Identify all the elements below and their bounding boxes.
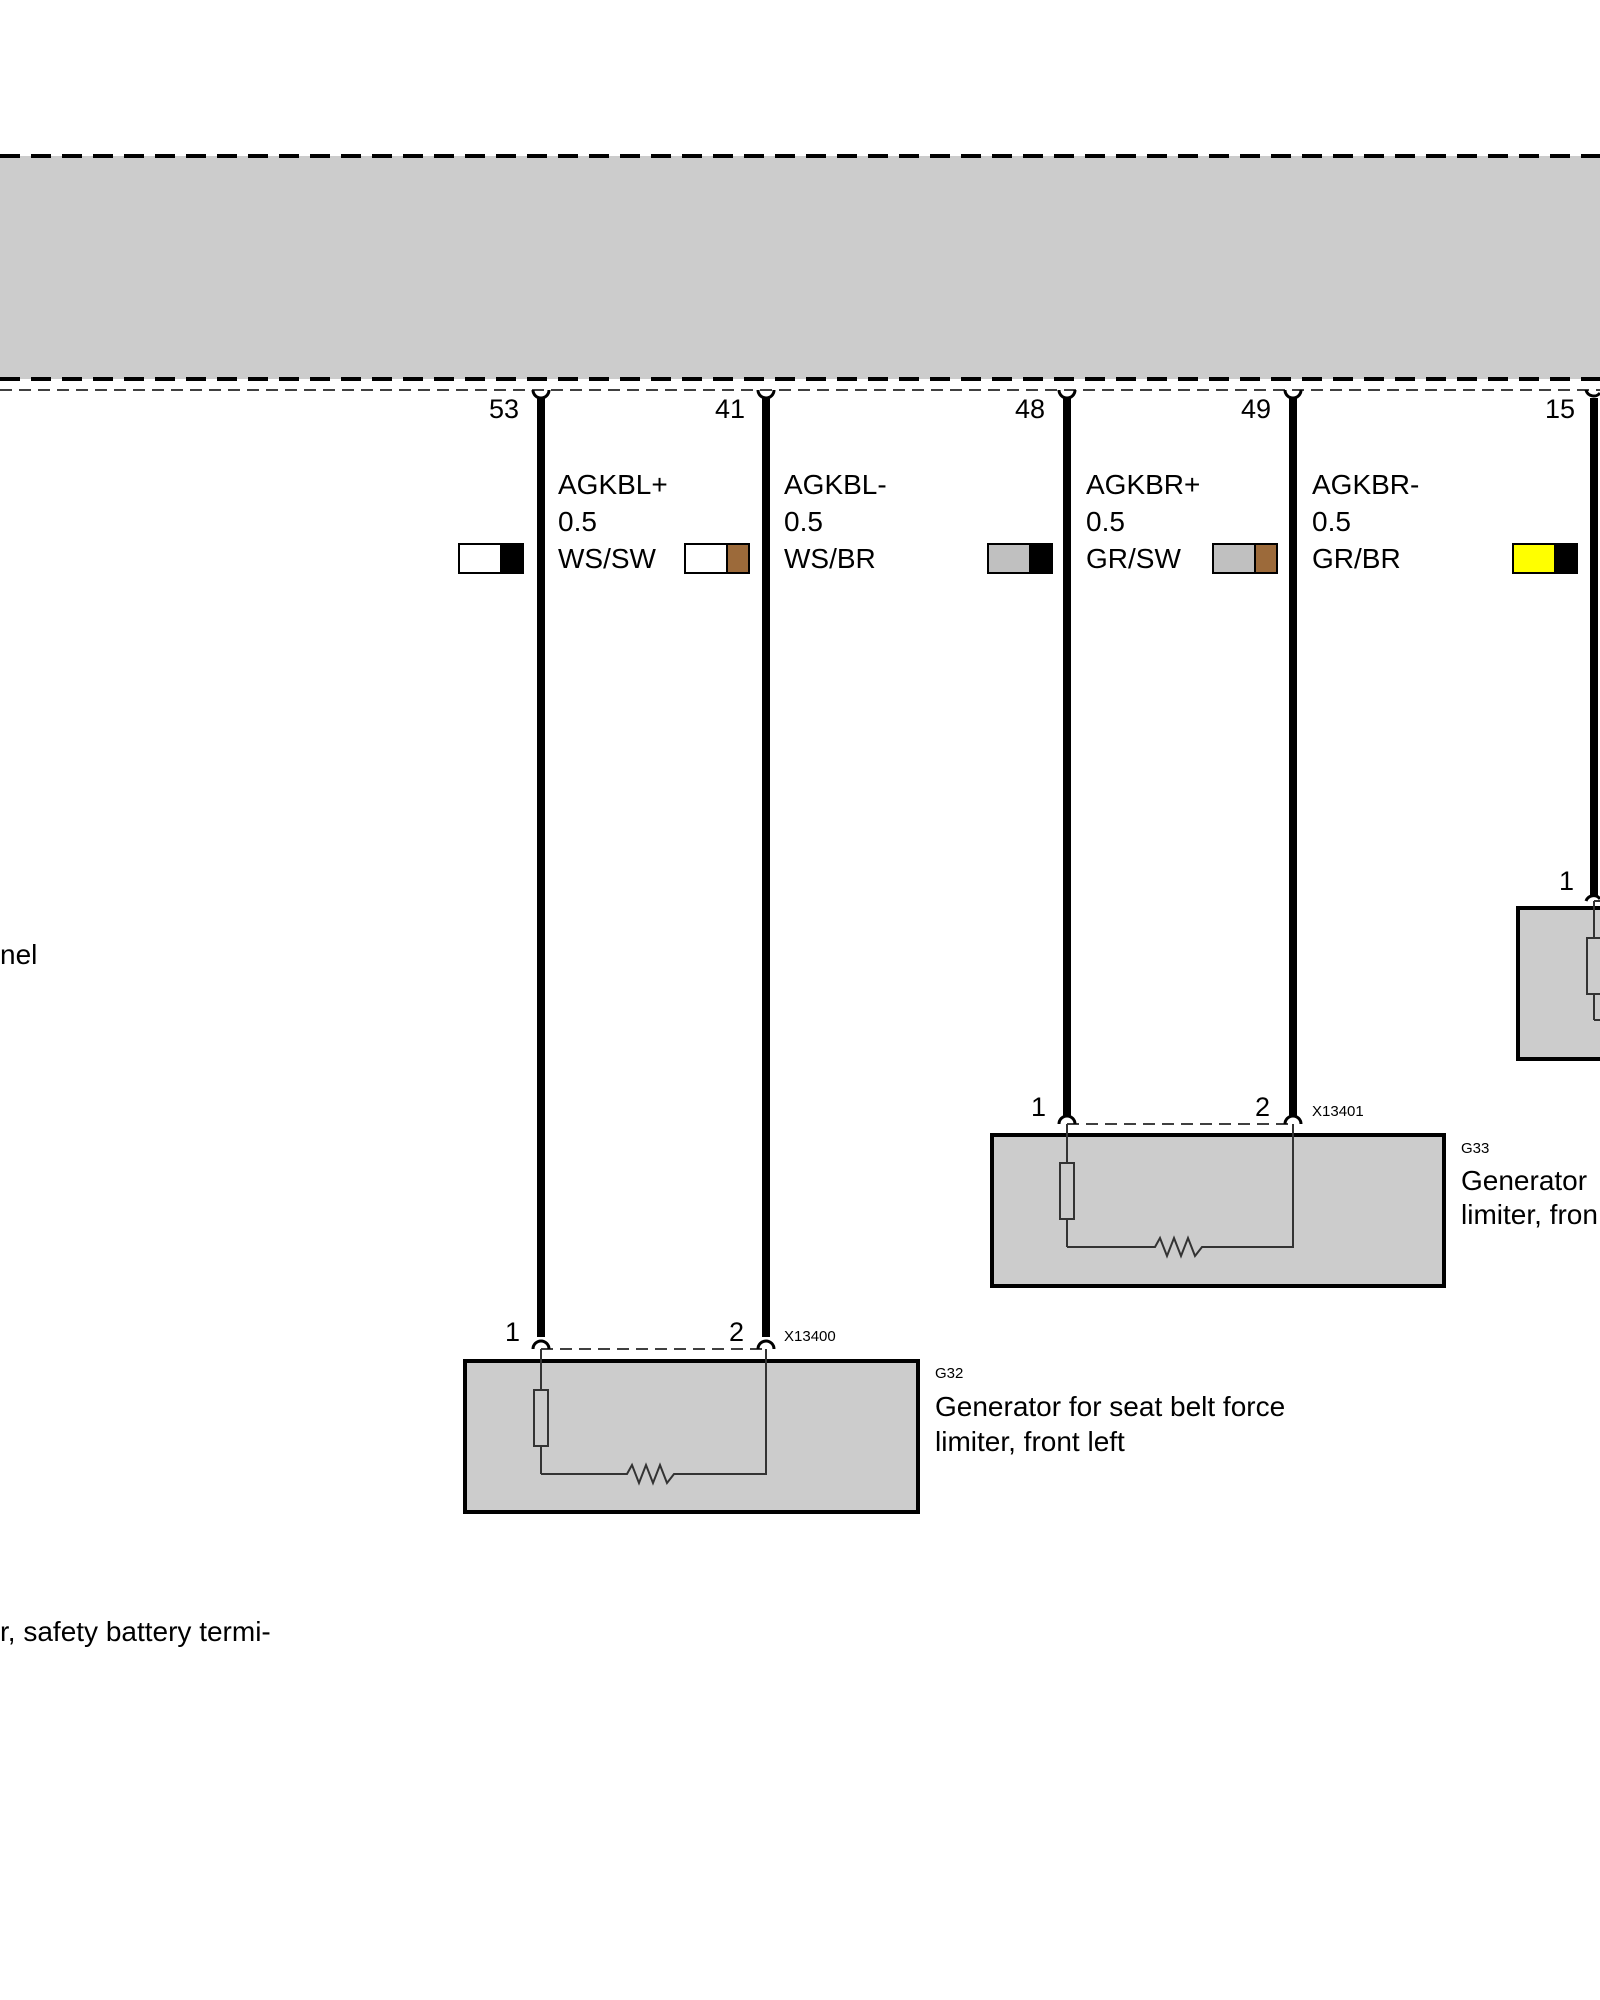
g33-connector-label: X13401 [1312, 1103, 1364, 1120]
color-swatch-ws-sw [458, 543, 524, 574]
right-component-inner-circuit [1586, 901, 1600, 1021]
wire-color-agkbr-minus: GR/BR [1312, 543, 1401, 574]
left-fragment-panel: nel [0, 939, 37, 970]
swatch-primary [1512, 543, 1556, 574]
g33-terminal-2 [1283, 1114, 1303, 1125]
pin-number-53: 53 [489, 394, 519, 424]
g32-terminal-1 [531, 1339, 551, 1350]
wire-signal-agkbl-minus: AGKBL- [784, 469, 887, 500]
pin-number-48: 48 [1015, 394, 1045, 424]
g33-pin-2-label: 2 [1255, 1092, 1270, 1122]
wire-color-agkbl-plus: WS/SW [558, 543, 657, 574]
g32-connector-label: X13400 [784, 1328, 836, 1345]
swatch-primary [1212, 543, 1256, 574]
color-swatch-ws-br [684, 543, 750, 574]
terminal-pin-49 [1283, 389, 1303, 400]
swatch-primary [987, 543, 1031, 574]
color-swatch-ge-sw [1512, 543, 1578, 574]
control-unit [0, 154, 1600, 391]
wire-cross-section-agkbr-plus: 0.5 [1086, 506, 1125, 537]
g33-component-id: G33 [1461, 1140, 1489, 1157]
wire-signal-agkbr-minus: AGKBR- [1312, 469, 1419, 500]
g32-inner-circuit [533, 1349, 767, 1486]
g33-housing [990, 1133, 1446, 1288]
wire-color-agkbl-minus: WS/BR [784, 543, 876, 574]
pin-number-49: 49 [1241, 394, 1271, 424]
swatch-secondary [1254, 543, 1278, 574]
pin-number-15: 15 [1545, 394, 1575, 424]
g33-pin-1-label: 1 [1031, 1092, 1046, 1122]
component-right-partial: 1 [1516, 866, 1600, 1061]
component-g32: 1 2 X13400 G32 Generator for seat belt f… [463, 1317, 1285, 1514]
right-component-terminal [1584, 894, 1600, 902]
g32-housing [463, 1359, 920, 1514]
color-swatch-gr-sw [987, 543, 1053, 574]
terminal-pin-41 [756, 389, 776, 400]
control-unit-body [0, 156, 1600, 379]
g32-pin-1-label: 1 [505, 1317, 520, 1347]
g32-description-line-2: limiter, front left [935, 1426, 1125, 1457]
terminal-pin-15 [1584, 389, 1600, 398]
swatch-primary [684, 543, 728, 574]
wire-color-agkbr-plus: GR/SW [1086, 543, 1181, 574]
left-fragment-safety-battery-terminal: r, safety battery termi- [0, 1616, 271, 1647]
wire-signal-agkbr-plus: AGKBR+ [1086, 469, 1200, 500]
terminal-pin-48 [1057, 389, 1077, 400]
swatch-secondary [1554, 543, 1578, 574]
wire-cross-section-agkbl-plus: 0.5 [558, 506, 597, 537]
color-swatch-gr-br [1212, 543, 1278, 574]
g32-component-id: G32 [935, 1365, 963, 1382]
wire-cross-section-agkbl-minus: 0.5 [784, 506, 823, 537]
wire-signal-agkbl-plus: AGKBL+ [558, 469, 668, 500]
g33-heating-element [1067, 1124, 1294, 1259]
g32-terminal-2 [756, 1339, 776, 1350]
g32-description-line-1: Generator for seat belt force [935, 1391, 1285, 1422]
g33-description-line-2: limiter, fron [1461, 1199, 1598, 1230]
wire-cross-section-agkbr-minus: 0.5 [1312, 506, 1351, 537]
g33-inner-circuit [1059, 1124, 1294, 1259]
terminal-pin-53 [531, 389, 551, 400]
swatch-secondary [500, 543, 524, 574]
right-component-pin-label: 1 [1559, 866, 1574, 896]
g32-heating-element [541, 1349, 767, 1486]
pin-number-41: 41 [715, 394, 745, 424]
g32-pin-2-label: 2 [729, 1317, 744, 1347]
g33-description-line-1: Generator [1461, 1165, 1587, 1196]
swatch-primary [458, 543, 502, 574]
swatch-secondary [726, 543, 750, 574]
g33-terminal-1 [1057, 1114, 1077, 1125]
swatch-secondary [1029, 543, 1053, 574]
component-g33: 1 2 X13401 G33 Generator limiter, fron [990, 1092, 1598, 1288]
